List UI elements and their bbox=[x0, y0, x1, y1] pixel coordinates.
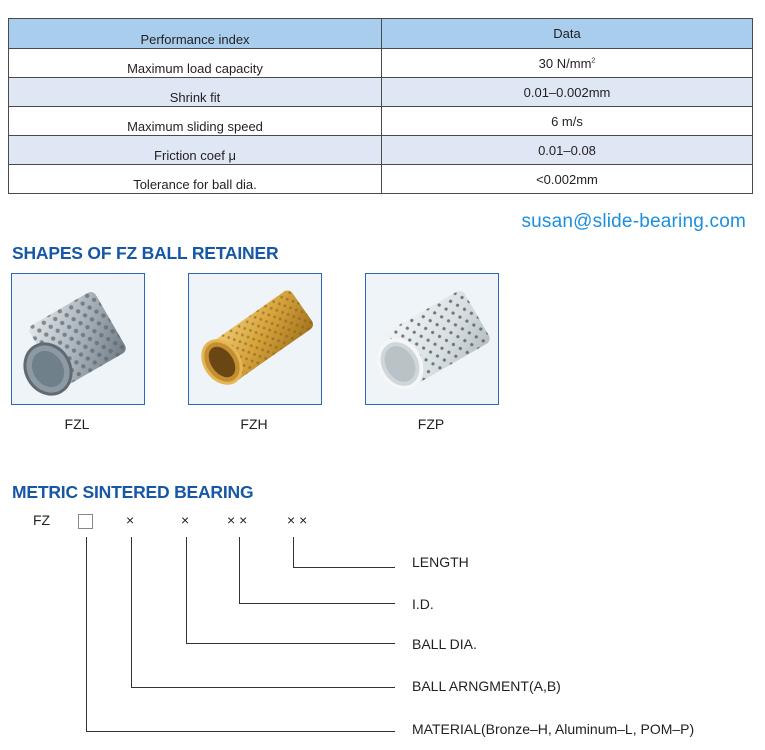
code-symbol-arrangement: × bbox=[126, 512, 135, 528]
connector-id-horizontal bbox=[239, 603, 395, 604]
material-code-box bbox=[78, 514, 93, 529]
metric-section-title: METRIC SINTERED BEARING bbox=[12, 482, 254, 502]
code-prefix: FZ bbox=[33, 512, 51, 528]
table-row: Friction coef μ 0.01–0.08 bbox=[8, 135, 753, 165]
connector-arrangement-horizontal bbox=[131, 687, 395, 688]
product-label-fzp: FZP bbox=[417, 416, 445, 432]
ball-retainer-aluminum-icon bbox=[23, 292, 126, 396]
row-data: 6 m/s bbox=[381, 106, 753, 136]
row-data: <0.002mm bbox=[381, 164, 753, 194]
label-length: LENGTH bbox=[412, 554, 469, 570]
table-header-row: Performance index Data bbox=[8, 18, 753, 49]
header-performance-index: Performance index bbox=[8, 18, 382, 49]
table-row: Maximum sliding speed 6 m/s bbox=[8, 106, 753, 136]
product-image-fzl bbox=[11, 273, 145, 405]
row-data: 30 N/mm2 bbox=[381, 48, 753, 78]
performance-table: Performance index Data Maximum load capa… bbox=[8, 18, 753, 194]
label-ball-dia: BALL DIA. bbox=[412, 636, 477, 652]
code-symbol-ball-dia: × bbox=[181, 512, 190, 528]
table-row: Shrink fit 0.01–0.002mm bbox=[8, 77, 753, 107]
row-index: Maximum load capacity bbox=[8, 48, 382, 78]
label-id: I.D. bbox=[412, 596, 434, 612]
row-index: Maximum sliding speed bbox=[8, 106, 382, 136]
table-row: Maximum load capacity 30 N/mm2 bbox=[8, 48, 753, 78]
code-symbol-length: × × bbox=[287, 512, 308, 528]
connector-length-vertical bbox=[293, 537, 294, 567]
table-row: Tolerance for ball dia. <0.002mm bbox=[8, 164, 753, 194]
label-material: MATERIAL(Bronze–H, Aluminum–L, POM–P) bbox=[412, 721, 695, 737]
row-data: 0.01–0.08 bbox=[381, 135, 753, 165]
ball-retainer-bronze-icon bbox=[201, 290, 314, 385]
row-index: Tolerance for ball dia. bbox=[8, 164, 382, 194]
code-symbol-id: × × bbox=[227, 512, 248, 528]
connector-arrangement-vertical bbox=[131, 537, 132, 687]
shapes-section-title: SHAPES OF FZ BALL RETAINER bbox=[12, 243, 279, 263]
row-data-value: 30 N/mm bbox=[538, 55, 592, 71]
product-image-fzp bbox=[365, 273, 499, 405]
row-data: 0.01–0.002mm bbox=[381, 77, 753, 107]
connector-id-vertical bbox=[239, 537, 240, 603]
connector-material-horizontal bbox=[86, 731, 395, 732]
header-data: Data bbox=[381, 18, 753, 49]
product-label-fzh: FZH bbox=[240, 416, 268, 432]
superscript: 2 bbox=[591, 57, 596, 65]
contact-email-link[interactable]: susan@slide-bearing.com bbox=[521, 211, 746, 232]
connector-ball-dia-horizontal bbox=[186, 643, 395, 644]
connector-ball-dia-vertical bbox=[186, 537, 187, 643]
product-image-fzh bbox=[188, 273, 322, 405]
row-index: Shrink fit bbox=[8, 77, 382, 107]
product-label-fzl: FZL bbox=[64, 416, 90, 432]
connector-material-vertical bbox=[86, 537, 87, 731]
label-ball-arrangement: BALL ARNGMENT(A,B) bbox=[412, 678, 561, 694]
ball-retainer-pom-icon bbox=[376, 290, 490, 390]
row-index: Friction coef μ bbox=[8, 135, 382, 165]
connector-length-horizontal bbox=[293, 567, 395, 568]
